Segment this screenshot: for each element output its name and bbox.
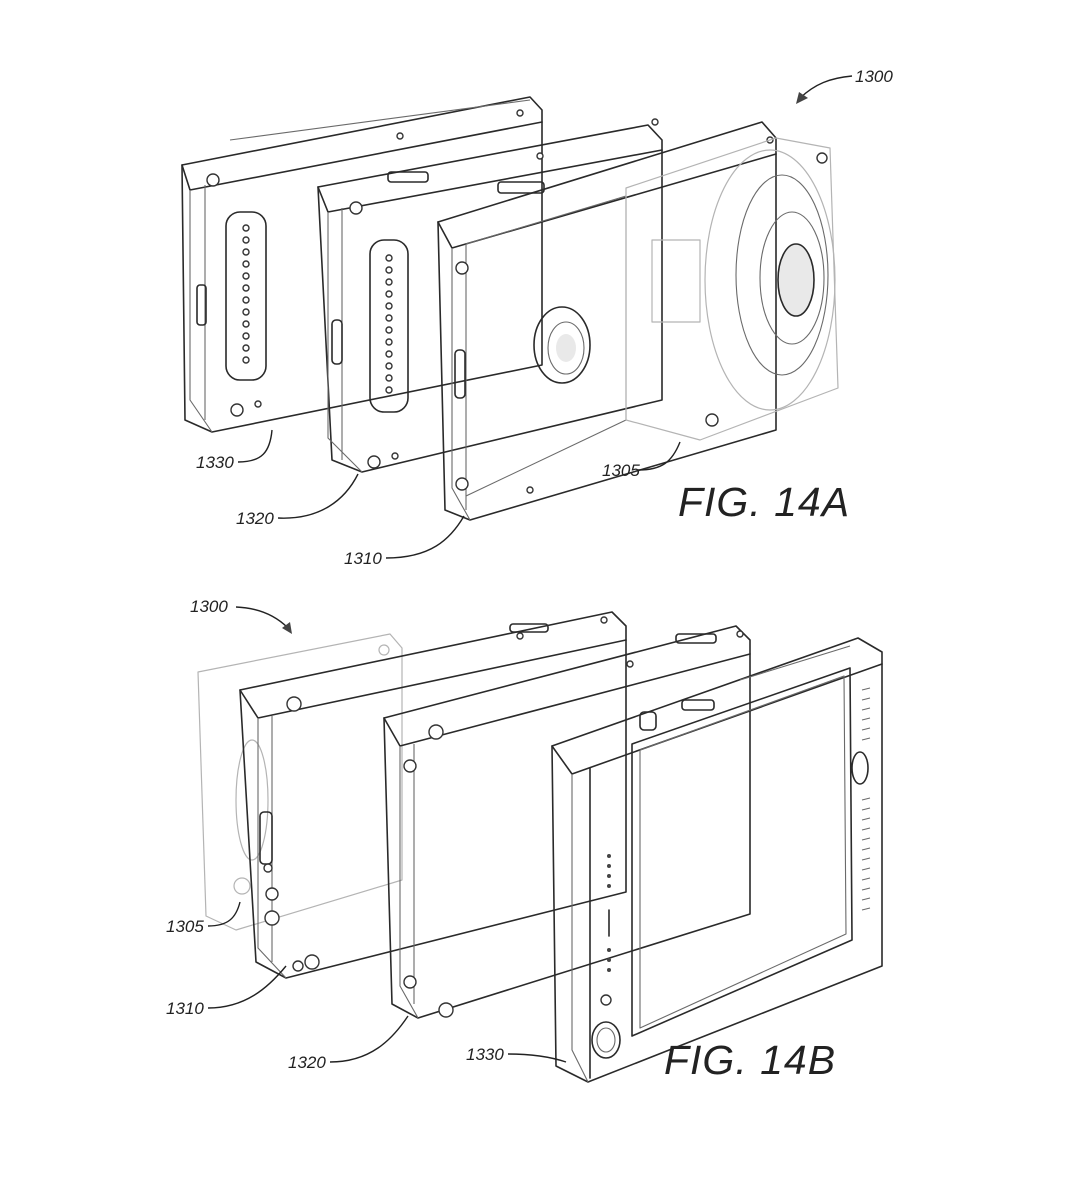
ref-1300-b: 1300 <box>190 597 228 616</box>
figure-14a: 1300 1305 1330 1320 1310 FIG. 14A <box>181 67 893 568</box>
ref-1320-b: 1320 <box>288 1053 326 1072</box>
ref-1320-a: 1320 <box>236 509 274 528</box>
leader-1310-a <box>385 515 465 559</box>
circular-connector-1310 <box>533 306 591 384</box>
arrow-1300-b <box>235 606 289 629</box>
arrowhead-1300-a <box>796 92 808 104</box>
module-1310-b <box>239 611 627 979</box>
ref-1305-a: 1305 <box>602 461 640 480</box>
module-1320-a <box>317 118 663 473</box>
figure-14b-title: FIG. 14B <box>664 1037 836 1083</box>
module-1330-b <box>551 637 883 1083</box>
leader-1330-b <box>507 1053 567 1063</box>
leader-1305-a <box>637 441 681 471</box>
side-vents <box>861 687 871 911</box>
arrow-1300-a <box>799 75 853 99</box>
ref-1310-b: 1310 <box>166 999 204 1018</box>
leader-1310-b <box>207 965 287 1009</box>
camera-module-1305-b <box>197 633 403 931</box>
module-1320-b <box>383 625 751 1019</box>
ref-1300-a: 1300 <box>855 67 893 86</box>
connector-pins-1330 <box>242 224 250 364</box>
ref-1330-a: 1330 <box>196 453 234 472</box>
leader-1330-a <box>237 429 273 463</box>
figure-14b: 1300 1305 1310 1320 1330 FIG. 14B <box>166 597 883 1083</box>
lens-barrel <box>704 149 836 411</box>
ref-1310-a: 1310 <box>344 549 382 568</box>
display-screen <box>631 667 853 1037</box>
ref-1305-b: 1305 <box>166 917 204 936</box>
ref-1330-b: 1330 <box>466 1045 504 1064</box>
connector-pins-1320 <box>385 254 393 394</box>
module-1310-a <box>437 121 777 521</box>
figure-14a-title: FIG. 14A <box>678 479 850 525</box>
leader-1320-b <box>329 1015 409 1063</box>
leader-1305-b <box>207 901 241 927</box>
arrowhead-1300-b <box>282 622 292 634</box>
module-1330-a <box>181 96 543 433</box>
camera-module-1305-a <box>625 137 839 441</box>
leader-1320-a <box>277 473 359 519</box>
